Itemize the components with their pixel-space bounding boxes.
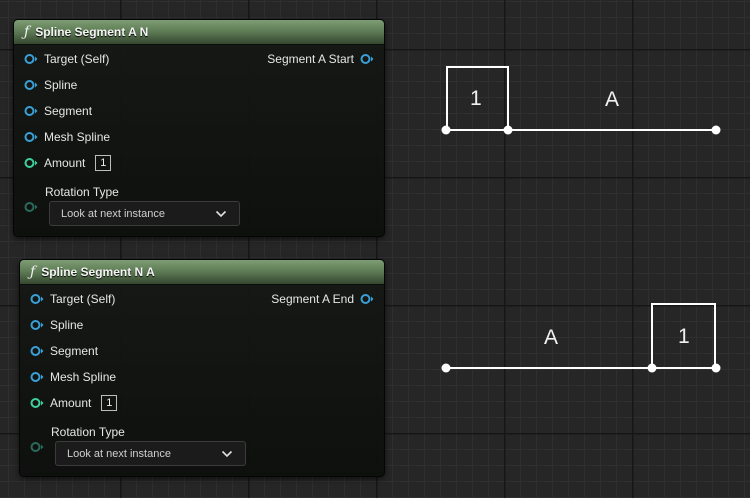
rotation-type-dropdown[interactable]: Look at next instance xyxy=(55,441,246,466)
spline-pin-icon[interactable] xyxy=(30,319,44,331)
diagram-segment-label: A xyxy=(605,88,620,111)
target-pin-icon[interactable] xyxy=(24,53,38,65)
segment-pin-row[interactable]: Segment xyxy=(30,341,98,361)
mesh-spline-label: Mesh Spline xyxy=(44,130,111,144)
node-body: Target (Self) Segment A End Spline Segme… xyxy=(20,285,384,476)
spline-pin-icon[interactable] xyxy=(24,79,38,91)
segment-pin-icon[interactable] xyxy=(30,345,44,357)
target-pin-row[interactable]: Target (Self) xyxy=(30,289,115,309)
amount-pin-icon[interactable] xyxy=(24,157,38,169)
segment-point xyxy=(711,363,721,373)
mesh-spline-pin-row[interactable]: Mesh Spline xyxy=(30,367,116,387)
node-title: Spline Segment N A xyxy=(41,265,155,279)
segment-a-end-diagram xyxy=(441,303,721,373)
mesh-spline-pin-row[interactable]: Mesh Spline xyxy=(24,127,110,147)
function-icon: ƒ xyxy=(30,264,36,280)
diagram-box-label: 1 xyxy=(678,325,690,348)
diagram-box-label: 1 xyxy=(470,87,482,110)
node-title: Spline Segment A N xyxy=(35,25,149,39)
segment-point xyxy=(441,125,451,135)
function-icon: ƒ xyxy=(24,24,30,40)
node-header[interactable]: ƒ Spline Segment A N xyxy=(14,20,384,45)
target-pin-row[interactable]: Target (Self) xyxy=(24,49,109,69)
spline-pin-row[interactable]: Spline xyxy=(24,75,77,95)
segment-a-start-diagram xyxy=(441,66,721,135)
target-label: Target (Self) xyxy=(50,292,116,306)
segment-point xyxy=(441,363,451,373)
rotation-type-label: Rotation Type xyxy=(51,425,125,439)
rotation-type-dropdown[interactable]: Look at next instance xyxy=(49,201,240,226)
spline-segment-n-a-node[interactable]: ƒ Spline Segment N A Target (Self) Segme… xyxy=(19,259,385,477)
node-body: Target (Self) Segment A Start Spline Seg… xyxy=(14,45,384,236)
mesh-spline-label: Mesh Spline xyxy=(50,370,117,384)
amount-label: Amount xyxy=(50,396,92,410)
segment-a-start-label: Segment A Start xyxy=(267,52,354,66)
spline-pin-row[interactable]: Spline xyxy=(30,315,83,335)
target-pin-icon[interactable] xyxy=(30,293,44,305)
mesh-spline-pin-icon[interactable] xyxy=(24,131,38,143)
segment-point xyxy=(647,363,657,373)
segment-output-pin-icon[interactable] xyxy=(360,53,374,65)
spline-label: Spline xyxy=(44,78,78,92)
chevron-down-icon xyxy=(221,450,233,457)
mesh-spline-pin-icon[interactable] xyxy=(30,371,44,383)
segment-a-end-output-row[interactable]: Segment A End xyxy=(271,289,374,309)
rotation-type-pin-icon[interactable] xyxy=(24,201,38,213)
node-header[interactable]: ƒ Spline Segment N A xyxy=(20,260,384,285)
segment-pin-icon[interactable] xyxy=(24,105,38,117)
amount-pin-row[interactable]: Amount 1 xyxy=(24,153,112,173)
rotation-type-value: Look at next instance xyxy=(67,447,171,460)
target-label: Target (Self) xyxy=(44,52,110,66)
amount-pin-icon[interactable] xyxy=(30,397,44,409)
spline-label: Spline xyxy=(50,318,84,332)
amount-input[interactable]: 1 xyxy=(95,155,112,171)
segment-a-end-label: Segment A End xyxy=(271,292,354,306)
segment-point xyxy=(711,125,721,135)
amount-label: Amount xyxy=(44,156,86,170)
segment-label: Segment xyxy=(50,344,99,358)
segment-point xyxy=(503,125,513,135)
rotation-type-label: Rotation Type xyxy=(45,185,119,199)
spline-segment-a-n-node[interactable]: ƒ Spline Segment A N Target (Self) Segme… xyxy=(13,19,385,237)
segment-a-start-output-row[interactable]: Segment A Start xyxy=(267,49,374,69)
rotation-type-pin-icon[interactable] xyxy=(30,441,44,453)
segment-pin-row[interactable]: Segment xyxy=(24,101,92,121)
amount-input[interactable]: 1 xyxy=(101,395,118,411)
segment-label: Segment xyxy=(44,104,93,118)
chevron-down-icon xyxy=(215,210,227,217)
amount-pin-row[interactable]: Amount 1 xyxy=(30,393,118,413)
rotation-type-value: Look at next instance xyxy=(61,207,165,220)
segment-output-pin-icon[interactable] xyxy=(360,293,374,305)
diagram-segment-label: A xyxy=(544,326,559,349)
